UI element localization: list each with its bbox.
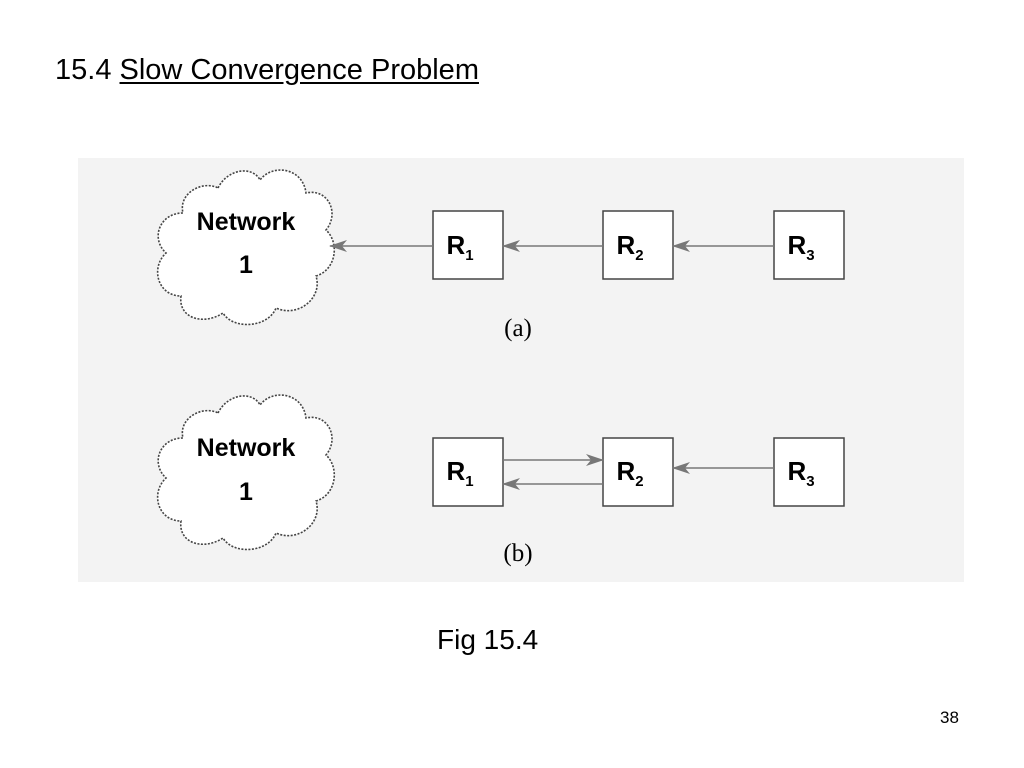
panel-a-label: (a) <box>504 315 532 342</box>
slide-title: 15.4 Slow Convergence Problem <box>55 50 479 90</box>
network-label-b-line2: 1 <box>239 478 253 506</box>
figure-caption: Fig 15.4 <box>437 624 539 655</box>
router-a-3 <box>773 210 845 280</box>
router-b-1 <box>432 437 504 507</box>
router-b-3 <box>773 437 845 507</box>
router-a-2 <box>602 210 674 280</box>
network-label-a-line2: 1 <box>239 251 253 279</box>
title-number: 15.4 <box>55 54 112 86</box>
network-label-a-line1: Network <box>197 208 296 236</box>
panel-b-label: (b) <box>503 540 532 567</box>
router-b-3-label: R3 <box>787 456 814 490</box>
panel-a: Network 1 R1 R2 R3 (a) <box>156 169 845 342</box>
router-a-3-label: R3 <box>787 230 814 264</box>
router-b-2 <box>602 437 674 507</box>
router-b-2-label: R2 <box>616 456 643 490</box>
panel-b: Network 1 R1 R2 R3 (b) <box>156 394 845 567</box>
title-text: Slow Convergence Problem <box>119 54 479 86</box>
network-cloud-b <box>156 394 335 551</box>
page-number: 38 <box>940 708 959 727</box>
router-a-1-label: R1 <box>446 230 473 264</box>
router-a-2-label: R2 <box>616 230 643 264</box>
router-a-1 <box>432 210 504 280</box>
network-label-b-line1: Network <box>197 434 296 462</box>
figure: Network 1 R1 R2 R3 (a) Network 1 R1 R2 R… <box>78 158 964 582</box>
router-b-1-label: R1 <box>446 456 473 490</box>
network-diagram: Network 1 R1 R2 R3 (a) Network 1 R1 R2 R… <box>156 169 845 567</box>
network-cloud-a <box>156 169 335 326</box>
